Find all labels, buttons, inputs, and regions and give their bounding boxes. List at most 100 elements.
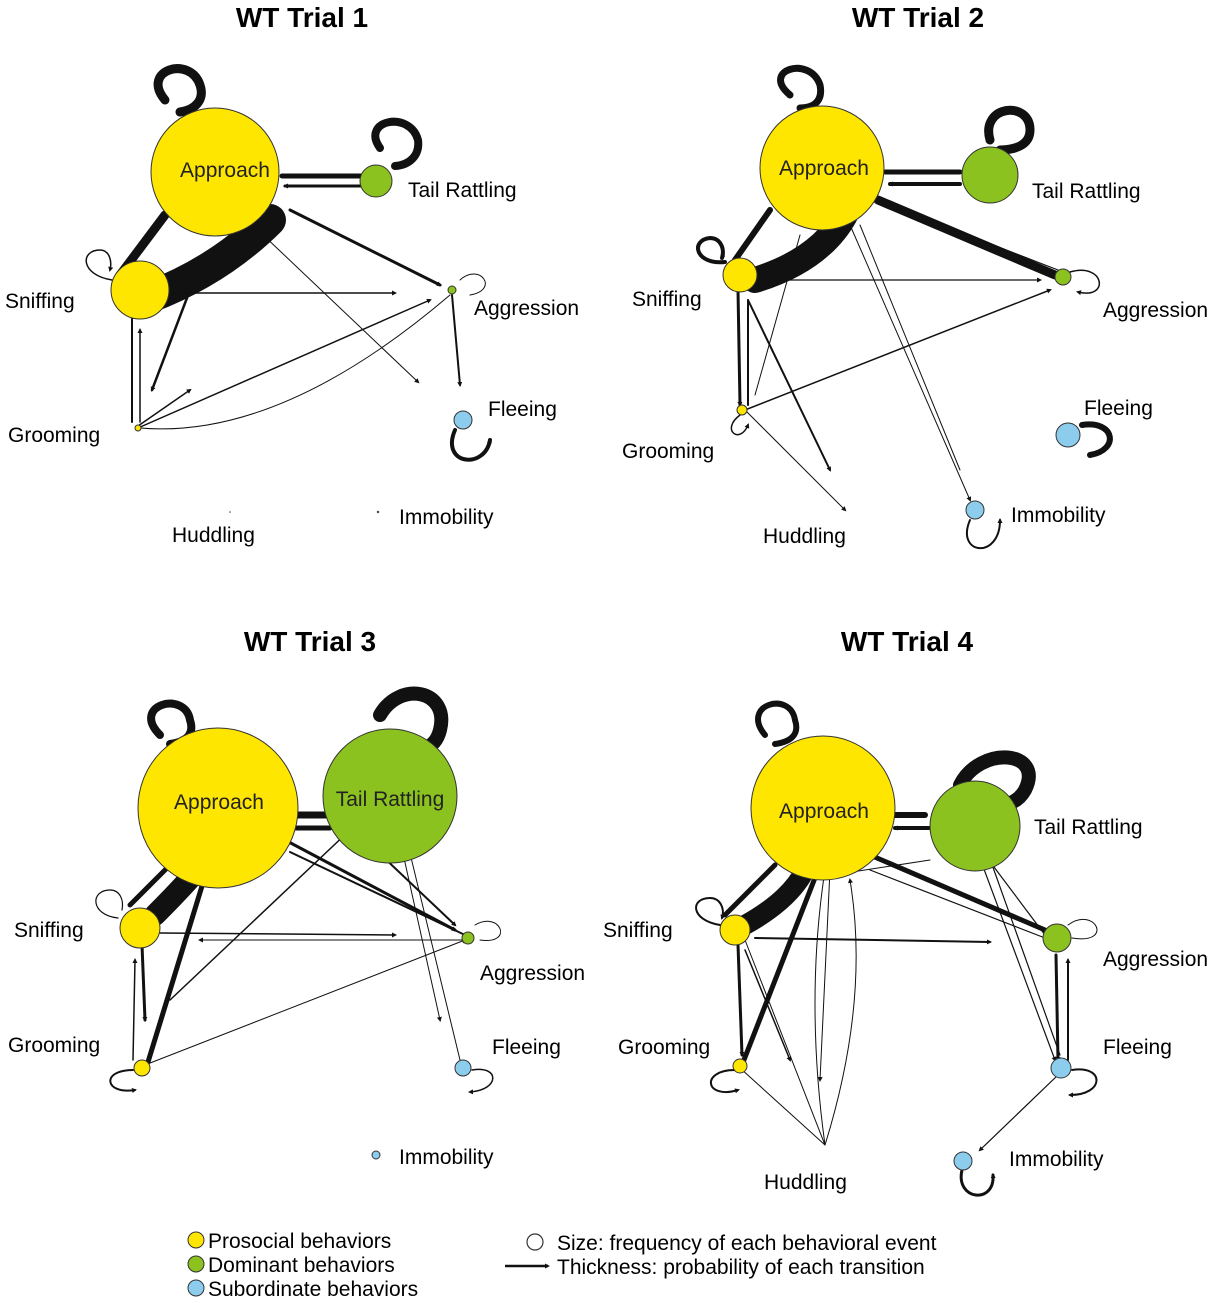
node-fleeing: [454, 1059, 472, 1077]
edge-approach-to-grooming: [150, 288, 192, 392]
label-immobility: Immobility: [1011, 504, 1106, 527]
node-immobility: [371, 1150, 381, 1160]
legend: Prosocial behaviors Dominant behaviors S…: [187, 1230, 937, 1300]
selfloop-approach: [777, 64, 825, 112]
node-tail-rattling: [322, 728, 458, 864]
edge-approach-grooming: [754, 234, 801, 396]
node-sniffing: [119, 907, 161, 949]
node-sniffing: [722, 257, 758, 293]
selfloop-fleeing: [1079, 421, 1113, 458]
panel-wt-trial-3: WT Trial 3: [8, 626, 585, 1169]
edge-approach-to-aggression: [283, 838, 457, 932]
label-approach: Approach: [180, 159, 270, 182]
selfloop-aggression: [1069, 269, 1101, 296]
label-aggression: Aggression: [474, 297, 579, 320]
node-approach: [150, 107, 280, 237]
label-huddling: Huddling: [764, 1171, 847, 1194]
edge-aggression-to-fleeing: [1054, 953, 1061, 1062]
edge-tailrattling-grooming: [169, 829, 351, 1001]
legend-subordinate-swatch: [187, 1279, 205, 1297]
selfloop-sniffing: [695, 896, 726, 926]
node-aggression: [1054, 268, 1072, 286]
label-grooming: Grooming: [618, 1036, 710, 1059]
panel-wt-trial-2: WT Trial 2: [622, 2, 1208, 550]
label-fleeing: Fleeing: [1084, 397, 1153, 420]
legend-size-label: Size: frequency of each behavioral event: [557, 1232, 937, 1255]
selfloop-grooming: [730, 414, 750, 436]
panel-title: WT Trial 4: [841, 626, 974, 657]
legend-subordinate-label: Subordinate behaviors: [208, 1278, 418, 1300]
selfloop-immobility: [959, 1168, 996, 1197]
edge-approach-huddling: [814, 869, 826, 1146]
selfloop-aggression: [474, 920, 501, 941]
node-grooming: [134, 424, 142, 432]
panel-title: WT Trial 3: [244, 626, 376, 657]
node-tail-rattling: [359, 164, 393, 198]
node-fleeing: [453, 410, 473, 430]
edge-approach-to-grooming: [145, 857, 213, 1065]
label-tail-rattling: Tail Rattling: [1034, 816, 1143, 839]
edge-sniffing-huddling-line: [744, 939, 826, 1146]
node-immobility: [953, 1151, 973, 1171]
edge-sniffing-to-aggression: [159, 932, 397, 938]
selfloop-tailrattling: [371, 117, 423, 170]
label-tail-rattling: Tail Rattling: [336, 788, 445, 811]
edge-sniffing-to-huddling: [744, 949, 792, 1062]
node-sniffing: [110, 260, 170, 320]
node-tail-rattling: [961, 146, 1019, 204]
selfloop-fleeing: [468, 1068, 494, 1095]
node-approach: [759, 105, 885, 231]
edge-sniffing-to-grooming: [140, 943, 148, 1022]
label-approach: Approach: [779, 800, 869, 823]
label-approach: Approach: [779, 157, 869, 180]
edge-sniffing-to-huddling: [747, 299, 831, 472]
label-grooming: Grooming: [8, 1034, 100, 1057]
edge-fleeing-to-tailrattling: [406, 843, 461, 1061]
edge-approach-to-fleeing: [259, 231, 420, 384]
edge-approach-to-immobility: [849, 224, 972, 502]
edge-aggression-to-tailrattling: [983, 853, 1046, 936]
legend-prosocial-label: Prosocial behaviors: [208, 1230, 391, 1253]
label-immobility: Immobility: [1009, 1148, 1104, 1171]
label-tail-rattling: Tail Rattling: [408, 179, 517, 202]
edge-aggression-approach: [869, 869, 1046, 939]
edge-grooming-to-sniffing: [132, 958, 138, 1061]
panel-wt-trial-4: WT Trial 4: [603, 626, 1208, 1197]
label-fleeing: Fleeing: [1103, 1036, 1172, 1059]
label-tail-rattling: Tail Rattling: [1032, 180, 1141, 203]
panel-title: WT Trial 1: [236, 2, 368, 33]
label-sniffing: Sniffing: [603, 919, 673, 942]
node-immobility: [965, 500, 985, 520]
label-sniffing: Sniffing: [14, 919, 84, 942]
selfloop-grooming: [710, 1069, 740, 1094]
edge-grooming-huddling-line: [739, 1067, 826, 1146]
edge-approach-to-aggression: [867, 852, 1048, 933]
node-immobility: [376, 510, 380, 514]
node-approach: [137, 727, 299, 889]
selfloop-approach: [153, 64, 206, 117]
node-aggression: [1042, 923, 1072, 953]
label-sniffing: Sniffing: [632, 288, 702, 311]
selfloop-aggression: [1067, 919, 1098, 940]
edge-aggression-approach: [289, 851, 466, 936]
node-grooming: [732, 1058, 748, 1074]
selfloop-aggression: [459, 273, 486, 296]
label-huddling: Huddling: [172, 524, 255, 547]
edge-sniffing-to-grooming: [736, 943, 745, 1057]
edge-grooming-to-aggression: [744, 288, 1052, 411]
edge-approach-immobility-2: [859, 224, 961, 471]
edge-approach-to-grooming: [739, 862, 823, 1068]
selfloop-tailrattling: [984, 105, 1035, 155]
selfloop-fleeing: [450, 428, 492, 462]
edge-approach-to-aggression: [288, 208, 442, 287]
legend-prosocial-swatch: [187, 1231, 205, 1249]
label-huddling: Huddling: [763, 525, 846, 548]
edge-approach-to-huddling: [817, 869, 831, 1082]
edge-sniffing-approach: [735, 860, 815, 935]
panel-title: WT Trial 2: [852, 2, 984, 33]
label-grooming: Grooming: [622, 440, 714, 463]
label-aggression: Aggression: [1103, 948, 1208, 971]
label-fleeing: Fleeing: [492, 1036, 561, 1059]
edge-fleeing-to-immobility: [978, 1074, 1059, 1152]
selfloop-fleeing: [1068, 1068, 1098, 1098]
